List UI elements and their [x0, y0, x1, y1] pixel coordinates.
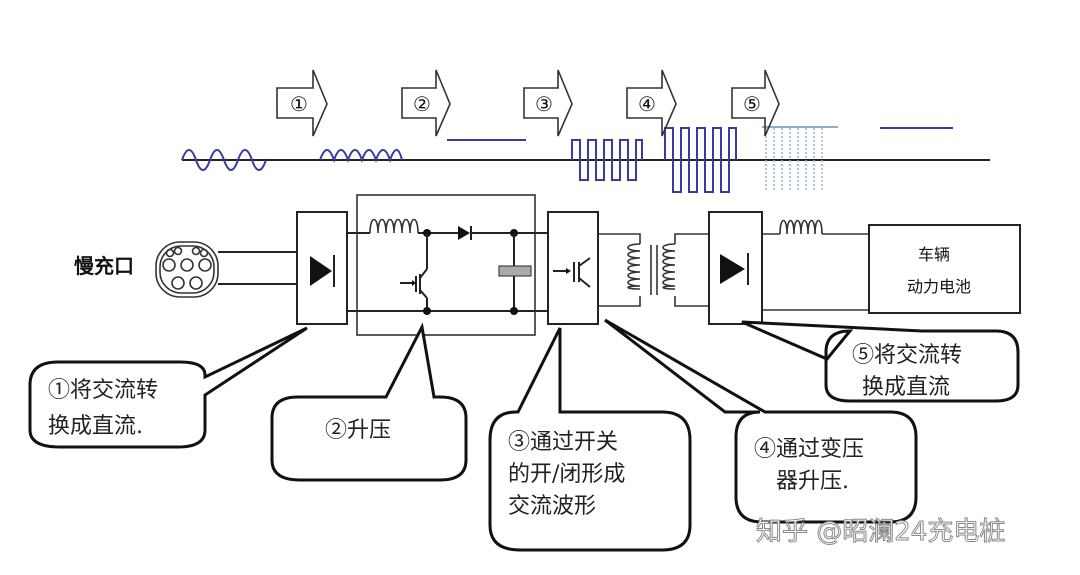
callout-4: ④通过变压 器升压.: [604, 318, 918, 524]
svg-text:⑤: ⑤: [743, 92, 761, 116]
stage-arrow-4: ④: [626, 69, 677, 137]
waveform-ac-sine: [181, 149, 267, 171]
svg-text:②: ②: [413, 92, 431, 116]
svg-text:④通过变压: ④通过变压: [754, 437, 864, 462]
waveform-square-ac: [571, 139, 643, 181]
charging-port-icon: [155, 241, 219, 298]
svg-text:换成直流: 换成直流: [862, 375, 950, 400]
capacitor-icon: [498, 265, 532, 277]
diode-icon: [458, 226, 470, 240]
svg-text:④: ④: [638, 92, 656, 116]
inductor-icon: [779, 219, 823, 235]
svg-text:的开/闭形成: 的开/闭形成: [508, 462, 625, 487]
svg-text:⑤将交流转: ⑤将交流转: [852, 343, 962, 368]
stage-arrow-3: ③: [523, 69, 573, 137]
svg-text:换成直流.: 换成直流.: [48, 414, 143, 439]
igbt-switch-icon: [400, 268, 428, 299]
callout-2: ②升压: [270, 322, 468, 482]
inverter-switch-block: [547, 211, 599, 325]
svg-text:③: ③: [535, 92, 553, 116]
callout-3: ③通过开关 的开/闭形成 交流波形: [488, 327, 692, 552]
waveform-rectified: [319, 149, 403, 164]
callout-1: ①将交流转 换成直流.: [28, 326, 308, 449]
svg-text:③通过开关: ③通过开关: [508, 430, 618, 455]
diode-icon: [720, 254, 745, 284]
callout-5: ⑤将交流转 换成直流: [741, 320, 1020, 403]
stage-arrow-2: ②: [401, 69, 451, 137]
stage-arrow-5: ⑤: [731, 69, 780, 137]
svg-text:①: ①: [290, 92, 308, 116]
stage-arrow-1: ①: [276, 69, 328, 137]
port-label: 慢充口: [74, 254, 134, 278]
svg-text:器升压.: 器升压.: [776, 469, 849, 494]
battery-label-line2: 动力电池: [907, 277, 971, 296]
watermark: 知乎 @昭澜24充电桩: [756, 517, 1005, 547]
rectifier-block-2: [708, 211, 763, 325]
battery-label-line1: 车辆: [918, 245, 950, 264]
boost-converter-block: [356, 194, 560, 336]
svg-text:①将交流转: ①将交流转: [48, 378, 158, 403]
vehicle-battery-box: 车辆 动力电池: [868, 224, 1021, 314]
diode-icon: [310, 256, 332, 286]
waveform-square-ac-high: [664, 127, 737, 193]
svg-text:交流波形: 交流波形: [508, 494, 596, 519]
transformer-icon: [598, 233, 709, 307]
svg-text:②升压: ②升压: [325, 418, 391, 443]
waveform-rectified-faint: [762, 126, 838, 190]
rectifier-block-1: [296, 211, 348, 325]
inductor-icon: [369, 218, 419, 234]
